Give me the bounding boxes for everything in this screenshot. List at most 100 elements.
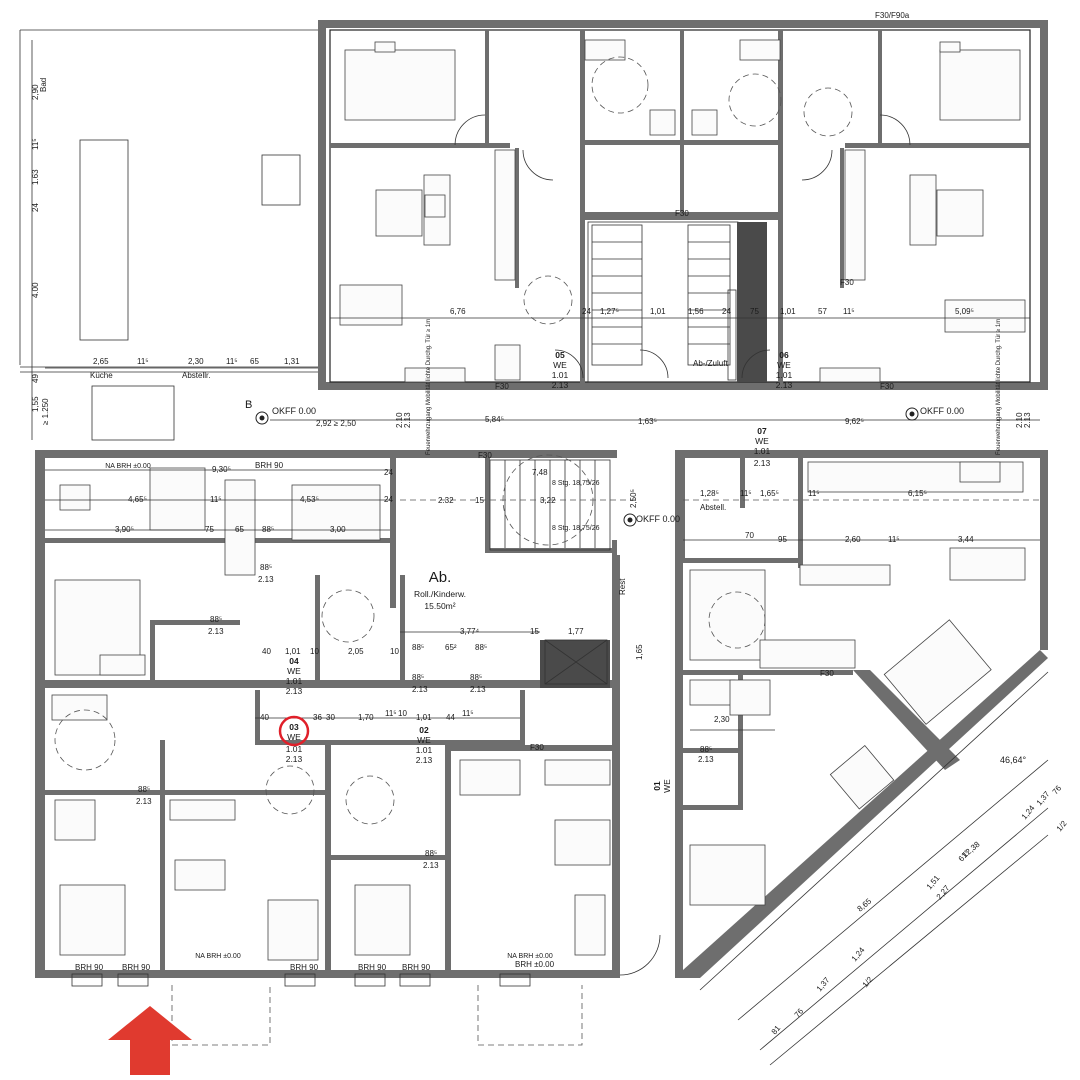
room-ab-sub: Roll./Kinderw. — [414, 589, 466, 599]
point-b: B — [245, 399, 252, 411]
label-f30-bottom-right: F30 — [880, 382, 894, 391]
unit-02-id: 02 — [419, 725, 429, 735]
dim-40-b: 40 — [260, 713, 269, 722]
dim-115-c: 11⁵ — [843, 307, 855, 316]
dim-930: 9,30⁵ — [212, 465, 231, 474]
dim-24-d: 24 — [384, 495, 393, 504]
dim-177: 1,77 — [568, 627, 584, 636]
unit-06-label: WE — [777, 360, 791, 370]
label-brh-90-b2: BRH 90 — [122, 963, 151, 972]
unit-03-label: WE — [287, 732, 301, 742]
na-label-bottom2: NA BRH ±0.00 — [507, 953, 553, 960]
unit-04-id: 04 — [289, 656, 299, 666]
unit-04-label: WE — [287, 666, 301, 676]
dim-49: 49 — [31, 374, 40, 383]
unit-07-id: 07 — [757, 426, 767, 436]
dim-292: 2,92 ≥ 2,50 — [316, 419, 357, 428]
unit-02-door-top: 1.01 — [416, 745, 433, 755]
dimension-lines — [31, 40, 1049, 1066]
dim-885-f: 88⁵ — [412, 673, 424, 682]
entry-arrow-marker — [108, 1006, 192, 1075]
dim-70: 70 — [745, 531, 754, 540]
label-f30-bottom-left: F30 — [495, 382, 509, 391]
dim-156: 1,56 — [688, 307, 704, 316]
label-stair-upper: 8 Stg. 18,75/26 — [552, 480, 600, 487]
unit-05-id: 05 — [555, 350, 565, 360]
label-brh-90-b5: BRH 90 — [402, 963, 431, 972]
unit-05-door-bottom: 2.13 — [552, 380, 569, 390]
okff-label-mid: OKFF 0.00 — [636, 514, 680, 524]
label-brh-90-b4: BRH 90 — [358, 963, 387, 972]
dim-101-a: 1,01 — [650, 307, 666, 316]
label-rest: Rest — [618, 578, 627, 595]
dim-10-b: 10 — [390, 647, 399, 656]
unit-03-id: 03 — [289, 722, 299, 732]
dim-213-e: 2.13 — [136, 797, 152, 806]
dim-322: 3,22 — [540, 496, 556, 505]
dim-300: 3,00 — [330, 525, 346, 534]
dim-584: 5,84⁵ — [485, 415, 504, 424]
dim-75-b: 75 — [205, 525, 214, 534]
dim-213-a: 2.13 — [258, 575, 274, 584]
dim-377: 3,77⁴ — [460, 627, 480, 636]
dim-885-b: 88⁵ — [260, 563, 272, 572]
dim-885-i: 88⁵ — [425, 849, 437, 858]
dim-65: 65 — [250, 357, 259, 366]
dim-137-b: 1,37 — [815, 975, 832, 993]
dim-30: 30 — [326, 713, 335, 722]
dim-344: 3,44 — [958, 535, 974, 544]
label-abstellr: Abstellr. — [182, 371, 210, 380]
dim-163: 1.63 — [31, 169, 40, 185]
dim-115-e: 11⁵ — [740, 489, 752, 498]
dim-128: 1,28⁵ — [700, 489, 719, 498]
dim-615: 6,15⁵ — [908, 489, 927, 498]
dim-213-g: 2.13 — [698, 755, 714, 764]
dim-10-a: 10 — [310, 647, 319, 656]
dim-76-a: 76 — [1051, 783, 1064, 796]
label-f30-diag: F30 — [840, 278, 854, 287]
dim-75-a: 75 — [750, 307, 759, 316]
label-brh-0: BRH ±0.00 — [515, 960, 555, 969]
dim-115-d: 11⁵ — [210, 495, 222, 504]
dim-15-a: 15 — [475, 496, 484, 505]
label-brh-90-b3: BRH 90 — [290, 963, 319, 972]
unit-04-door-bottom: 2.13 — [286, 686, 303, 696]
diagonal-wing — [699, 670, 1049, 991]
dim-115-a: 11⁵ — [137, 357, 149, 366]
na-label-left: NA BRH ±0.00 — [105, 463, 151, 470]
unit-07-door-top: 1.01 — [754, 446, 771, 456]
dim-213-f: 2.13 — [423, 861, 439, 870]
dim-260: 2,60 — [845, 535, 861, 544]
upper-door-swings — [454, 114, 911, 379]
dim-676: 6,76 — [450, 307, 466, 316]
dim-155: 1,55 — [31, 396, 40, 412]
room-ab-area: 15.50m² — [424, 601, 455, 611]
label-f30-mid: F30 — [530, 743, 544, 752]
okff-markers — [255, 407, 919, 527]
label-abzuluft: Ab-/Zuluft — [693, 359, 728, 368]
dim-115-f: 11⁵ — [808, 489, 820, 498]
dim-10-c: 10 — [398, 709, 407, 718]
unit-02-label: WE — [417, 735, 431, 745]
dim-205: 2,05 — [348, 647, 364, 656]
window-bands — [71, 934, 661, 1046]
dim-865: 8,65 — [856, 896, 874, 913]
dim-227: 2,27 — [935, 883, 952, 901]
dim-12-a: 1/2 — [861, 975, 875, 990]
label-f30-lower-right: F30 — [820, 669, 834, 678]
na-bottom1-text: NA BRH ±0.00 — [195, 953, 241, 960]
dim-65-b: 65 — [235, 525, 244, 534]
dim-24-vert: 24 — [31, 203, 40, 212]
dim-885-j: 88⁵ — [700, 745, 712, 754]
dim-12-b: 1/2 — [1055, 819, 1069, 834]
dim-265: 2,65 — [93, 357, 109, 366]
label-kueche: Küche — [90, 371, 113, 380]
dim-115-i: 11⁵ — [462, 709, 474, 718]
unit-04-door-top: 1.01 — [286, 676, 303, 686]
dim-95: 95 — [778, 535, 787, 544]
room-ab-title: Ab. — [429, 569, 452, 586]
dim-115-h: 11⁵ — [385, 709, 397, 718]
dim-165b: 1,65 — [635, 644, 644, 660]
label-brh-90: BRH 90 — [255, 461, 284, 470]
lower-furniture — [51, 461, 1026, 961]
